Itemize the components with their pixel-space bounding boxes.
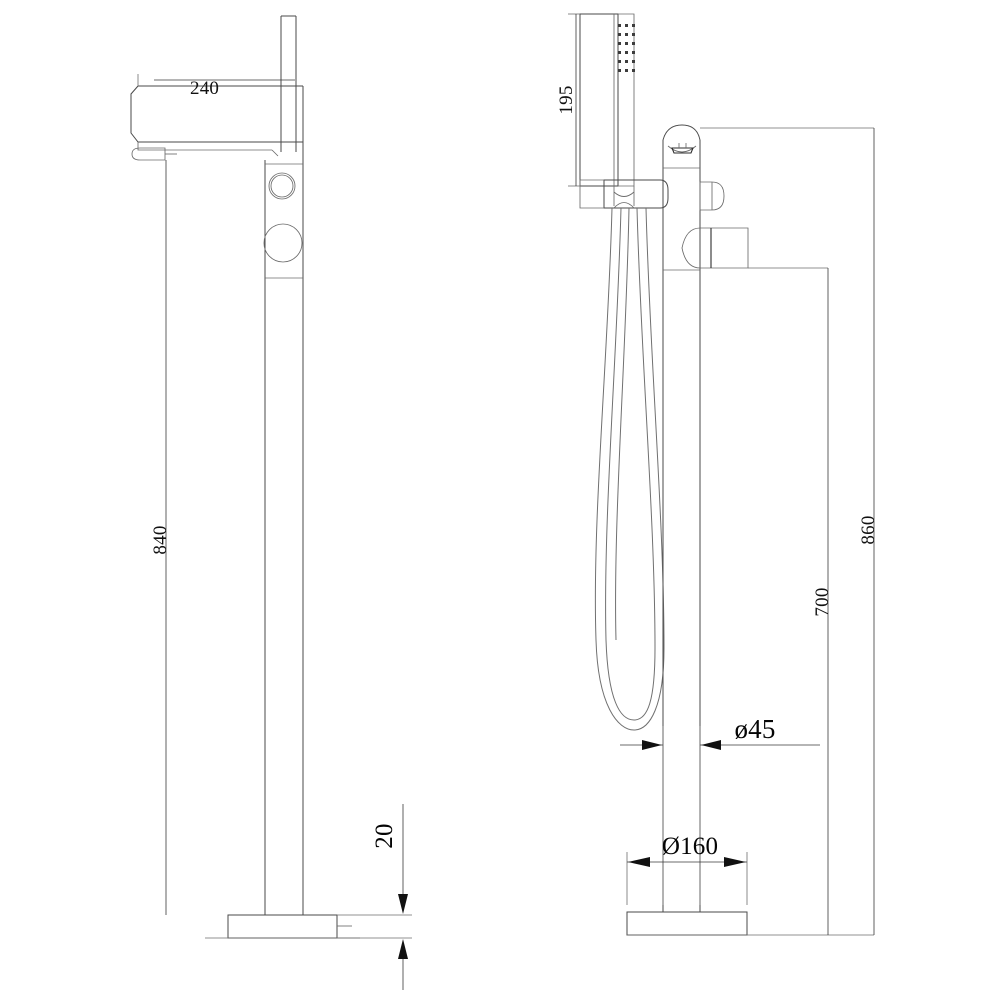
column-left (265, 86, 303, 915)
dim-700-label: 700 (812, 587, 833, 616)
right-front-elevation-view: 195 860 700 ø45 (556, 14, 879, 935)
diverter-knob-left (268, 172, 296, 200)
dim-195-label: 195 (556, 85, 577, 114)
dim-phi45-label: ø45 (734, 714, 775, 744)
arrow-right-phi45 (642, 740, 662, 750)
shower-hose (594, 207, 665, 731)
spout-body-left (131, 86, 303, 157)
dim-spout-height: 840 (150, 160, 171, 915)
riser-column-right (663, 140, 700, 912)
dim-phi160-label: Ø160 (662, 833, 718, 860)
left-side-elevation-view: 240 840 20 (131, 16, 412, 990)
riser-tube-left (281, 16, 296, 152)
diverter-knob-right (699, 181, 725, 211)
dim-spout-projection: 240 (137, 74, 295, 99)
handshower-holder (579, 180, 668, 208)
spout-outlet-left (131, 147, 177, 161)
handshower-left-body (580, 14, 635, 206)
dim-860-label: 860 (858, 515, 879, 544)
arrow-up-20 (398, 939, 408, 959)
dim-240-label: 240 (190, 78, 219, 99)
base-plate-left (228, 915, 352, 938)
diverter-knob-inner-left (270, 174, 294, 198)
mixer-handle-right (681, 227, 749, 269)
arrow-left-phi45 (701, 740, 721, 750)
mixer-handle-left (263, 223, 303, 263)
dim-column-diameter: ø45 (620, 714, 820, 905)
arrow-right-phi160 (724, 857, 746, 867)
spout-outlet-right (663, 125, 700, 154)
arrow-left-phi160 (628, 857, 650, 867)
dim-handshower-length: 195 (556, 13, 580, 187)
dim-840-label: 840 (150, 525, 171, 554)
dim-base-diameter: Ø160 (626, 833, 748, 905)
dim-20-label: 20 (371, 823, 398, 848)
arrow-down-20 (398, 894, 408, 914)
dim-overall-height: 860 (700, 127, 879, 935)
dim-diverter-height: 700 (748, 267, 833, 935)
base-plate-right (627, 912, 747, 935)
dim-base-thickness: 20 (337, 804, 412, 990)
handshower-spray-grid (618, 24, 635, 72)
